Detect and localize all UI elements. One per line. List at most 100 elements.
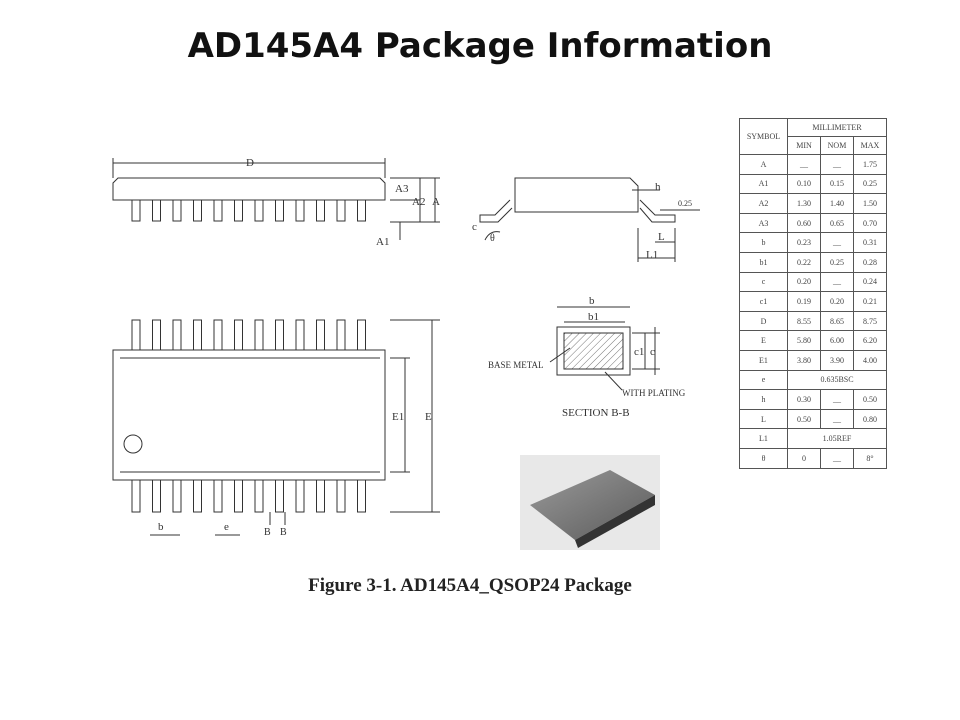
- col-max: MAX: [853, 136, 887, 155]
- cell-max: 8.75: [853, 310, 887, 332]
- lead: [254, 319, 264, 351]
- cell-max: 1.50: [853, 193, 887, 214]
- slide-title: AD145A4 Package Information: [187, 26, 773, 66]
- cell-nom: 8.65: [820, 310, 854, 332]
- cell-symbol: e: [739, 369, 788, 391]
- cell-symbol: b1: [739, 251, 788, 273]
- lead: [316, 479, 325, 513]
- col-min: MIN: [787, 136, 821, 155]
- label-theta: θ: [490, 233, 495, 244]
- cell-max: 8°: [853, 447, 887, 469]
- label-a1: A1: [376, 236, 389, 248]
- lead: [357, 319, 366, 351]
- lead: [336, 199, 346, 222]
- cell-value: 0.635BSC: [787, 369, 887, 391]
- cell-nom: 6.00: [820, 330, 854, 351]
- label-d: D: [246, 157, 254, 169]
- cell-nom: __: [820, 154, 854, 175]
- label-section: SECTION B-B: [562, 407, 630, 419]
- lead: [254, 199, 264, 222]
- cell-symbol: A: [739, 154, 788, 175]
- lead: [172, 319, 182, 351]
- cell-nom: __: [820, 232, 854, 253]
- label-with-plating: WITH PLATING: [622, 388, 686, 398]
- cell-nom: 3.90: [820, 349, 854, 371]
- cell-max: 0.70: [853, 212, 887, 234]
- cell-symbol: A2: [739, 193, 788, 214]
- cell-nom: __: [820, 271, 854, 293]
- cell-min: 0.19: [787, 291, 821, 312]
- lead: [316, 319, 325, 351]
- label-e1: E1: [392, 411, 404, 423]
- table-row: A____1.75: [739, 154, 887, 175]
- lead: [357, 479, 366, 513]
- lead: [213, 319, 223, 351]
- cell-symbol: θ: [739, 447, 788, 469]
- cell-max: 0.80: [853, 408, 887, 430]
- section-b-b: [549, 306, 660, 391]
- cell-symbol: b: [739, 232, 788, 253]
- label-base-metal: BASE METAL: [488, 360, 544, 370]
- lead: [336, 319, 346, 351]
- cell-max: 0.28: [853, 251, 887, 273]
- cell-symbol: L: [739, 408, 788, 430]
- cell-symbol: A1: [739, 173, 788, 195]
- label-b1: b1: [588, 311, 599, 323]
- lead: [316, 199, 325, 222]
- lead: [152, 199, 161, 222]
- label-l1: L1: [646, 249, 658, 261]
- cell-value: 1.05REF: [787, 428, 887, 449]
- lead: [131, 319, 141, 351]
- label-section-b: b: [589, 295, 595, 307]
- cell-nom: __: [820, 389, 854, 410]
- lead: [336, 479, 346, 513]
- label-l: L: [658, 231, 665, 243]
- cell-min: 0.30: [787, 389, 821, 410]
- label-e: e: [224, 521, 229, 533]
- cell-nom: 0.20: [820, 291, 854, 312]
- cell-min: 0.23: [787, 232, 821, 253]
- cell-nom: 0.25: [820, 251, 854, 273]
- label-section-c: c: [650, 346, 655, 358]
- cell-symbol: E1: [739, 349, 788, 371]
- cell-min: 0.60: [787, 212, 821, 234]
- lead: [193, 319, 202, 351]
- lead: [275, 199, 284, 222]
- cell-min: 3.80: [787, 349, 821, 371]
- label-a2: A2: [412, 196, 425, 208]
- cell-max: 1.75: [853, 154, 887, 175]
- symbol-header: SYMBOL: [739, 118, 788, 155]
- label-a3: A3: [395, 183, 409, 195]
- cell-nom: 1.40: [820, 193, 854, 214]
- label-b-section2: B: [280, 527, 287, 538]
- cell-max: 0.25: [853, 173, 887, 195]
- cell-min: 0.10: [787, 173, 821, 195]
- label-h: h: [655, 181, 661, 193]
- cell-min: 0.50: [787, 408, 821, 430]
- cell-min: 1.30: [787, 193, 821, 214]
- lead: [295, 199, 305, 222]
- lead: [213, 479, 223, 513]
- lead: [131, 199, 141, 222]
- label-a: A: [432, 196, 440, 208]
- side-view: [112, 158, 440, 240]
- cell-nom: __: [820, 447, 854, 469]
- lead: [172, 479, 182, 513]
- cell-max: 6.20: [853, 330, 887, 351]
- top-view: [112, 319, 440, 536]
- cell-min: __: [787, 154, 821, 175]
- cell-min: 0.20: [787, 271, 821, 293]
- lead: [213, 199, 223, 222]
- lead: [295, 479, 305, 513]
